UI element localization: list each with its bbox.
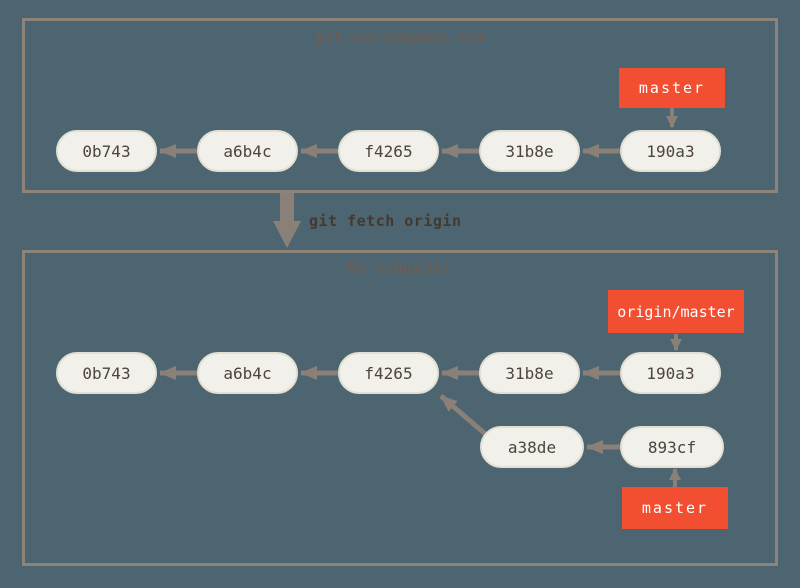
commit-arrow-icon [439,394,492,440]
fetch-arrow-icon [273,192,301,248]
remote-repo-title: git.ourcompany.com [314,28,486,46]
local-repo-title: My Computer [347,259,453,277]
commit-node: 0b743 [56,352,157,394]
remote-master-branch-label: master [619,68,725,108]
commit-node: 893cf [620,426,724,468]
remote-repo-box [22,18,778,193]
commit-node: a6b4c [197,130,298,172]
commit-node: 190a3 [620,130,721,172]
local-repo-box [22,250,778,566]
commit-node: a38de [480,426,584,468]
commit-node: 0b743 [56,130,157,172]
commit-node: f4265 [338,352,439,394]
commit-node: 31b8e [479,130,580,172]
origin-master-branch-label: origin/master [608,290,744,333]
commit-node: 31b8e [479,352,580,394]
commit-node: 190a3 [620,352,721,394]
local-master-branch-label: master [622,487,728,529]
commit-node: f4265 [338,130,439,172]
commit-node: a6b4c [197,352,298,394]
git-fetch-command-label: git fetch origin [309,212,462,230]
